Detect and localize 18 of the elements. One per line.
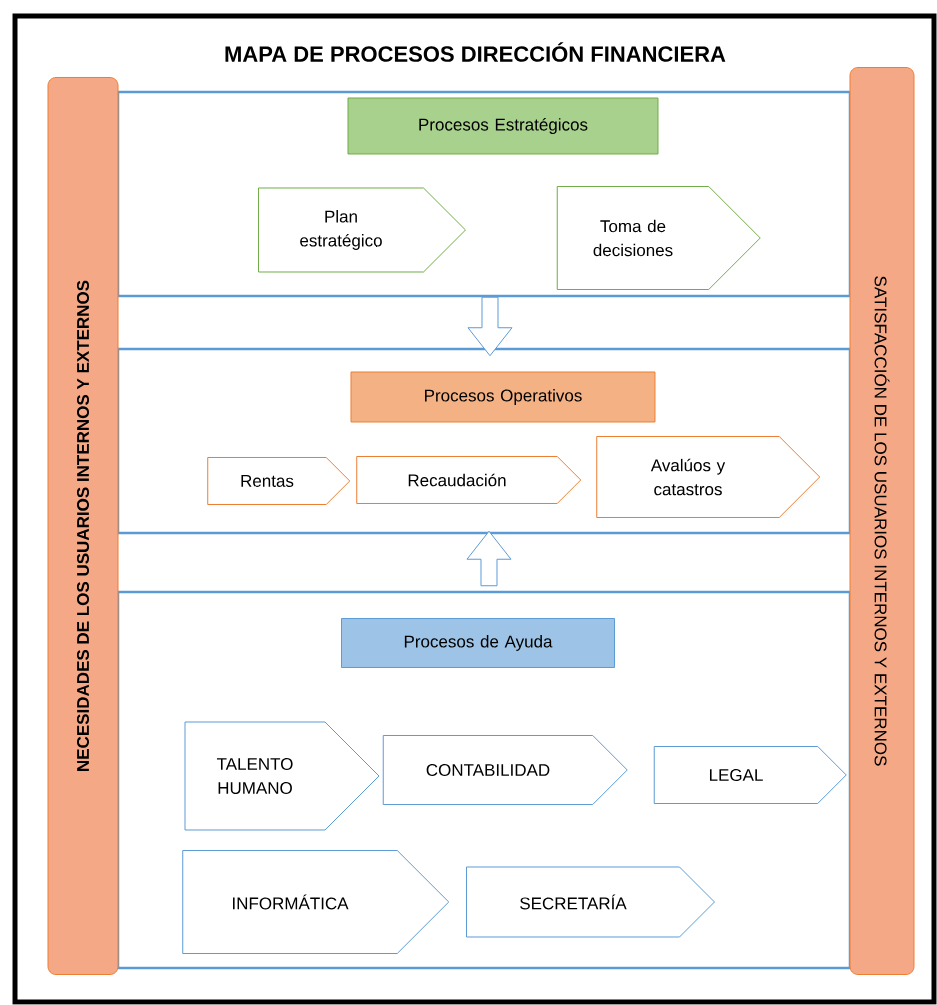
- process-step: Rentas: [207, 457, 351, 505]
- process-step: SECRETARÍA: [466, 866, 715, 938]
- process-step: Toma de decisiones: [556, 186, 761, 290]
- section-header: Procesos Operativos: [350, 371, 656, 423]
- section-header: Procesos de Ayuda: [341, 618, 615, 668]
- title: MAPA DE PROCESOS DIRECCIÓN FINANCIERA: [225, 42, 726, 62]
- process-step: Avalúos y catastros: [596, 436, 821, 518]
- process-step: LEGAL: [653, 746, 847, 804]
- process-step: TALENTO HUMANO: [184, 721, 380, 831]
- process-step: CONTABILIDAD: [382, 735, 628, 805]
- process-step: Recaudación: [356, 456, 582, 504]
- side-bar: SATISFACCIÓN DE LOS USUARIOS INTERNOS Y EXTERNOS: [849, 67, 915, 975]
- block-arrow: [467, 296, 513, 357]
- side-bar: NECESIDADES DE LOS USUARIOS INTERNOS Y EXTERNOS: [47, 77, 119, 975]
- section-header: Procesos Estratégicos: [347, 97, 659, 155]
- process-step: INFORMÁTICA: [182, 850, 450, 954]
- block-arrow: [466, 530, 512, 587]
- process-step: Plan estratégico: [258, 187, 466, 273]
